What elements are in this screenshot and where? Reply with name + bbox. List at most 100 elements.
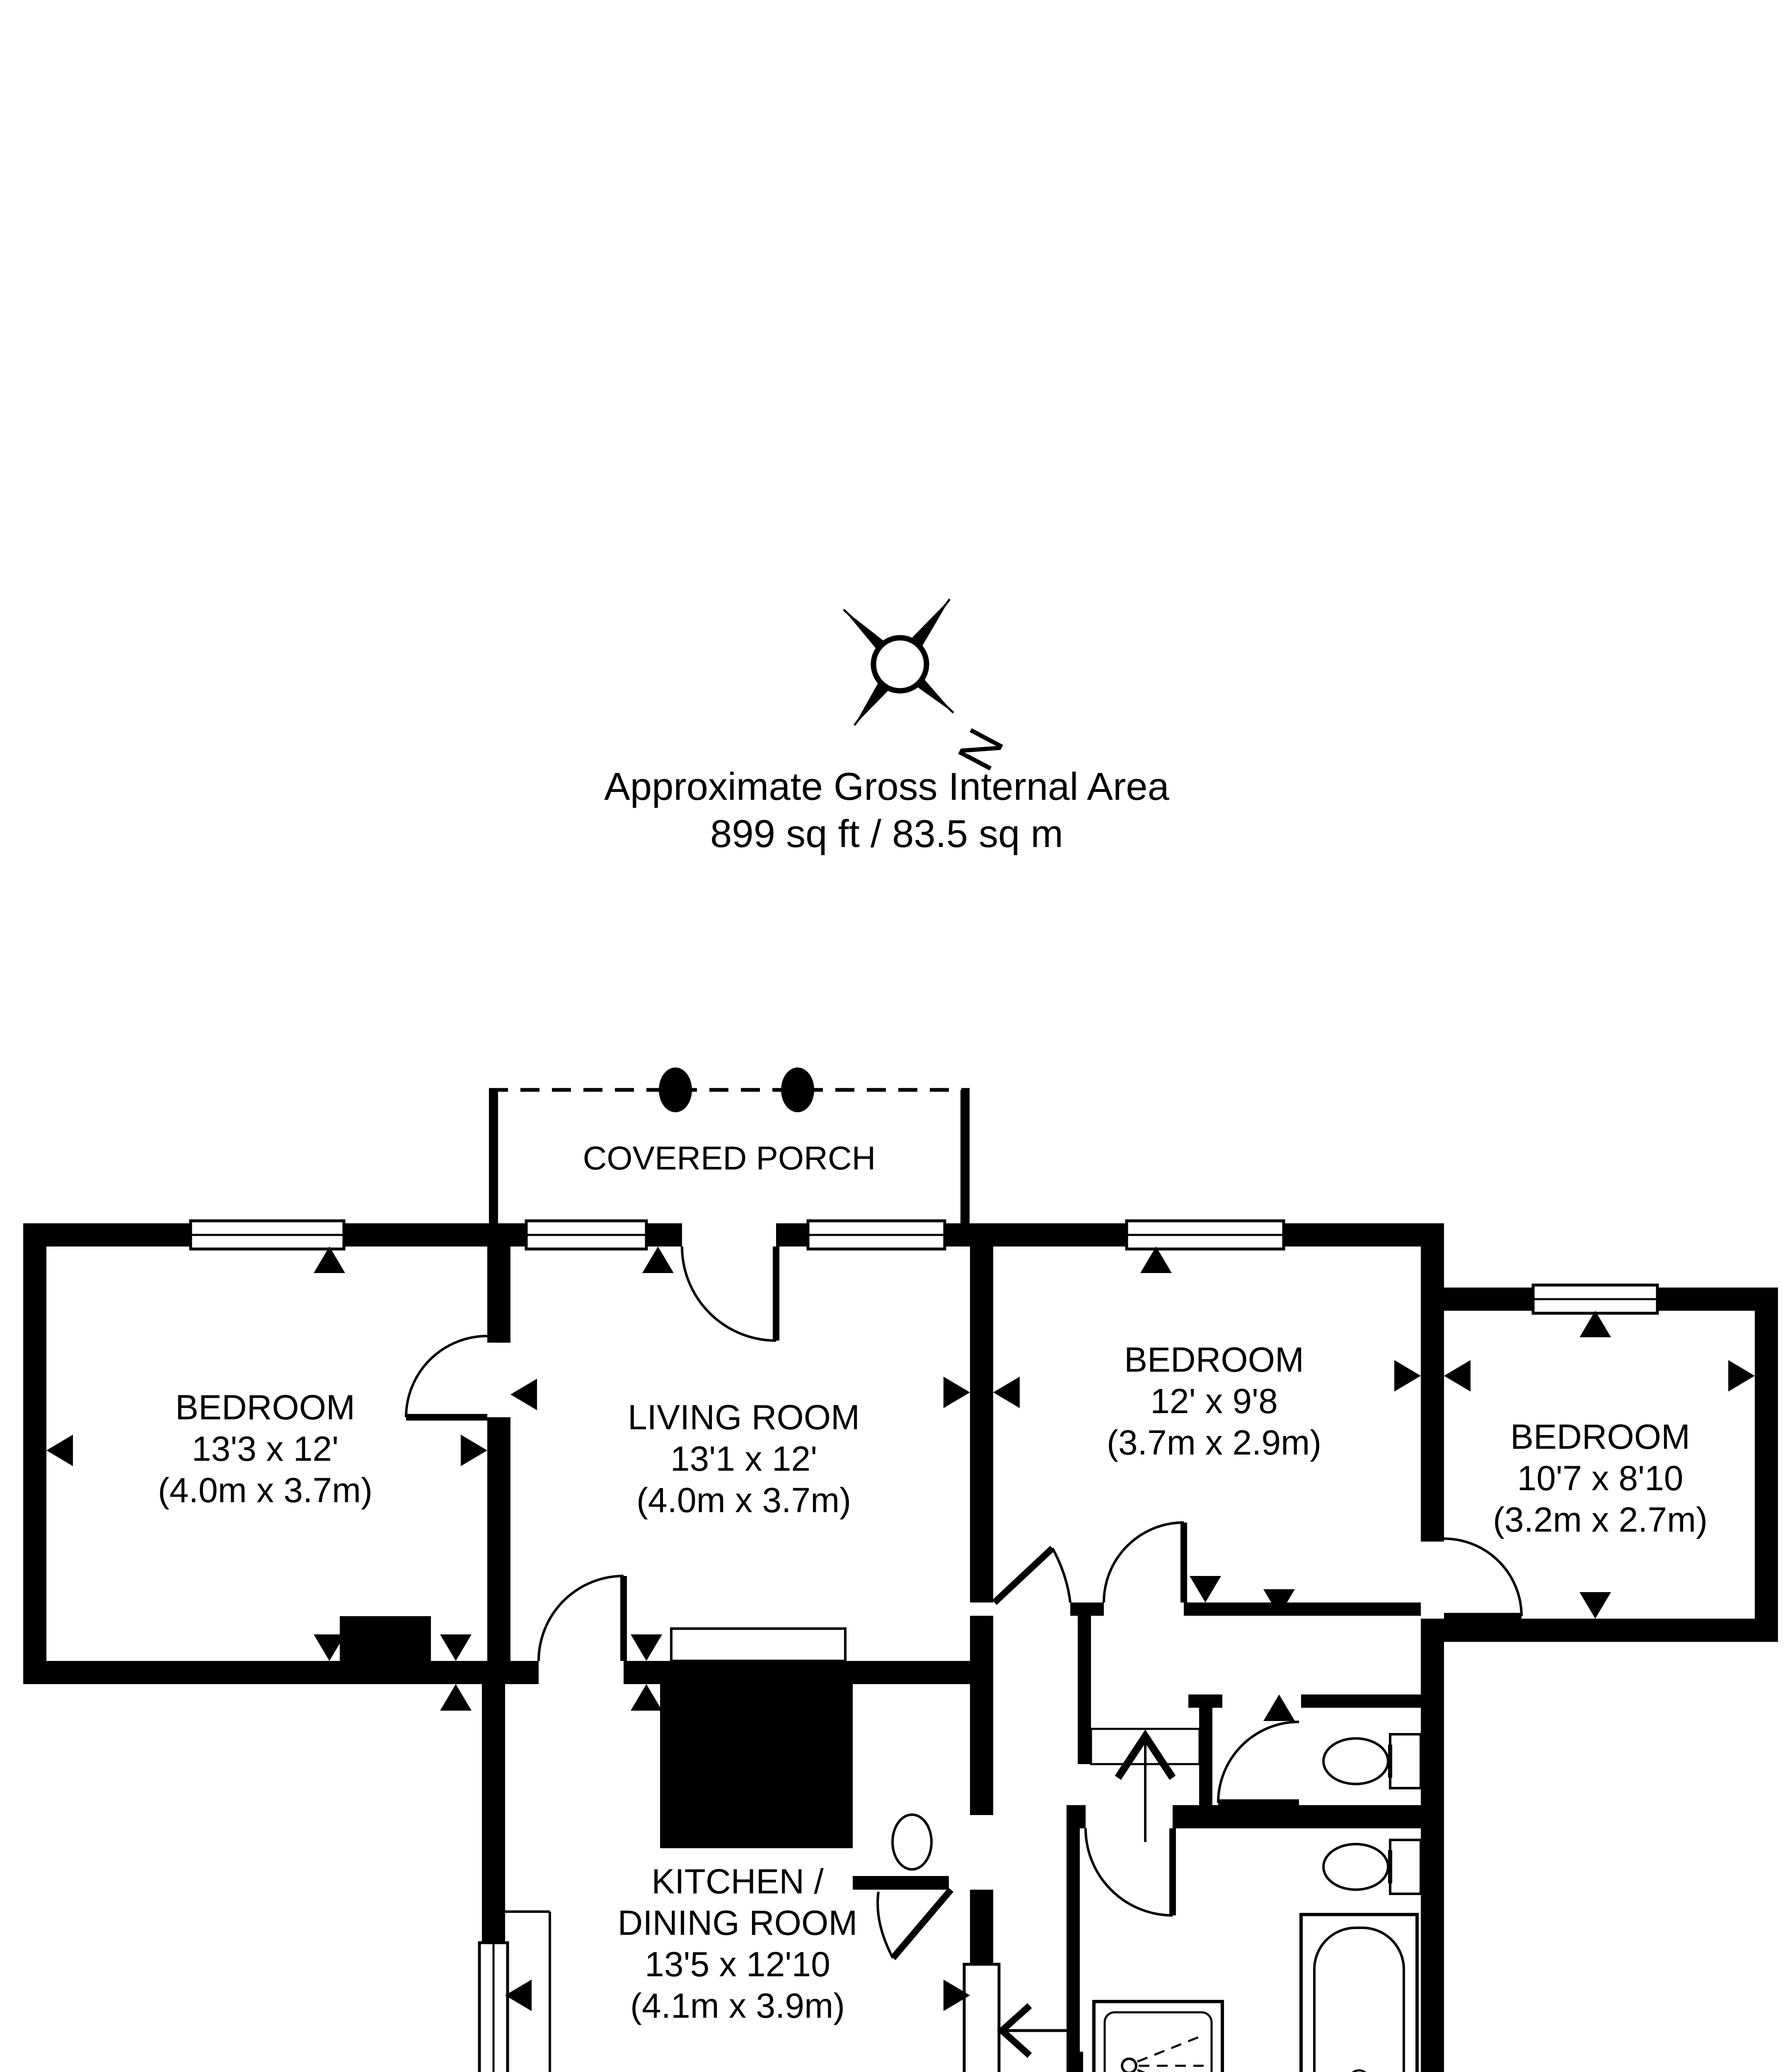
- doors: [405, 1246, 1523, 2072]
- dim-arrow-left: [46, 1435, 73, 1466]
- wall-lobby-bathroom: [1067, 1828, 1080, 2072]
- wall-left-outer: [23, 1223, 46, 1684]
- wall-wc-left: [1199, 1694, 1212, 1805]
- window: [478, 1941, 509, 2072]
- dim-arrow-right: [943, 1377, 970, 1408]
- room-label-kitchen-line2: DINING ROOM: [617, 1903, 858, 1942]
- room-size-bedroom-right-metric: (3.2m x 2.7m): [1492, 1500, 1708, 1539]
- page-title-line1: Approximate Gross Internal Area: [604, 765, 1169, 808]
- dim-arrow-down: [314, 1634, 345, 1661]
- window: [525, 1219, 648, 1251]
- dim-arrow-up: [1263, 1694, 1295, 1721]
- dim-arrow-left: [993, 1377, 1020, 1408]
- dim-arrow-down: [440, 1634, 472, 1661]
- room-label-bedroom-left: BEDROOM: [175, 1388, 356, 1427]
- hatch-arrow-head: [1115, 1729, 1176, 1780]
- door-living-to-hall: [992, 1546, 1072, 1605]
- dim-arrow-up: [1580, 1311, 1611, 1337]
- dim-arrow-left: [510, 1379, 537, 1410]
- dim-arrow-left: [505, 1980, 532, 2011]
- bath-icon: [1299, 1913, 1419, 2072]
- dim-arrow-left: [1444, 1360, 1471, 1392]
- wall-bedroom-left-bottom: [23, 1661, 510, 1684]
- chimney-mass: [660, 1684, 853, 1848]
- room-label-covered-porch: COVERED PORCH: [583, 1140, 876, 1176]
- wall-bedroom-left-right: [487, 1223, 510, 1343]
- wall-bedrooms-divider: [1421, 1311, 1444, 1542]
- toilet-icon: [1322, 1839, 1422, 1895]
- room-label-kitchen-line1: KITCHEN /: [651, 1862, 824, 1901]
- wall-front-right: [1444, 1288, 1533, 1311]
- dim-arrow-up: [631, 1684, 662, 1711]
- porch-wall: [489, 1090, 498, 1224]
- wall-front: [1284, 1223, 1444, 1247]
- room-size-bedroom-middle-imperial: 12' x 9'8: [1150, 1382, 1278, 1421]
- room-label-bedroom-middle: BEDROOM: [1124, 1340, 1304, 1379]
- room-size-bedroom-left-metric: (4.0m x 3.7m): [157, 1471, 373, 1510]
- page-title-line2: 899 sq ft / 83.5 sq m: [710, 812, 1063, 855]
- door-bedroom-left: [405, 1335, 488, 1421]
- wall-bedroom-middle-bottom: [1070, 1602, 1104, 1616]
- door-back-entrance: [1076, 2052, 1083, 2072]
- wall-front-right: [1657, 1288, 1778, 1311]
- dim-arrow-down: [1580, 1592, 1611, 1619]
- wall-bathroom-top: [1173, 1805, 1421, 1828]
- dim-arrow-up: [642, 1247, 674, 1273]
- window: [806, 1219, 946, 1251]
- window: [189, 1219, 346, 1251]
- wall-wc-top: [1301, 1694, 1421, 1708]
- wall-kitchen-left: [482, 1684, 505, 1943]
- wall-bathroom-right: [1421, 1642, 1444, 2072]
- wall-bedroom-middle-bottom: [1184, 1602, 1421, 1616]
- wall-hall: [1078, 1616, 1091, 1764]
- windows: [189, 1219, 1659, 2072]
- compass-rose: N: [843, 598, 1015, 779]
- wall-front: [945, 1223, 1127, 1247]
- wall-right-outer: [1755, 1311, 1778, 1642]
- dim-arrow-down: [631, 1634, 662, 1661]
- door-front-entrance: [681, 1246, 779, 1342]
- door-lobby: [876, 1887, 954, 1961]
- room-size-bedroom-left-imperial: 13'3 x 12': [191, 1429, 339, 1468]
- door-bedroom-right: [1444, 1537, 1523, 1619]
- room-size-kitchen-metric: (4.1m x 3.9m): [630, 1986, 845, 2025]
- dim-arrow-up: [440, 1684, 472, 1711]
- dim-arrow-right: [461, 1435, 487, 1466]
- porch-wall: [960, 1090, 970, 1224]
- door-kitchen-lobby: [963, 1963, 1077, 2072]
- wall-front: [646, 1223, 682, 1247]
- room-size-bedroom-middle-metric: (3.7m x 2.9m): [1106, 1423, 1322, 1462]
- room-label-bedroom-right: BEDROOM: [1510, 1417, 1691, 1456]
- fireplace-hearth: [670, 1627, 847, 1662]
- dim-arrow-up: [1140, 1247, 1172, 1273]
- shower-icon: [1092, 2000, 1224, 2072]
- room-size-bedroom-right-imperial: 10'7 x 8'10: [1517, 1459, 1684, 1498]
- wall-chimney-breast: [340, 1616, 431, 1661]
- room-size-living-room-metric: (4.0m x 3.7m): [636, 1481, 851, 1520]
- dimension-arrows: [46, 1247, 1755, 2011]
- wall-front: [23, 1223, 191, 1247]
- basin-icon: [891, 1813, 933, 1871]
- dim-arrow-down: [1263, 1589, 1295, 1616]
- hall-hatch: [1090, 1728, 1201, 1842]
- dim-arrow-right: [943, 1980, 970, 2011]
- room-label-living-room: LIVING ROOM: [627, 1398, 860, 1437]
- wall-center-spine: [970, 1616, 993, 1815]
- door-living-to-kitchen: [537, 1575, 627, 1661]
- door-bedroom-middle: [1103, 1521, 1187, 1603]
- porch-post: [781, 1067, 814, 1112]
- wall-step: [1421, 1247, 1444, 1311]
- wall-living-kitchen: [624, 1661, 970, 1684]
- kitchen-counter: [505, 1910, 551, 2072]
- room-size-living-room-imperial: 13'1 x 12': [670, 1439, 818, 1478]
- door-wc: [1217, 1721, 1299, 1806]
- window: [1125, 1219, 1285, 1251]
- porch-post: [659, 1067, 692, 1112]
- dim-arrow-down: [1190, 1576, 1221, 1602]
- window: [1531, 1283, 1659, 1315]
- dim-arrow-right: [1728, 1360, 1755, 1392]
- wall-lobby-bottom: [853, 1876, 949, 1890]
- direction-arrow-head: [997, 2003, 1032, 2058]
